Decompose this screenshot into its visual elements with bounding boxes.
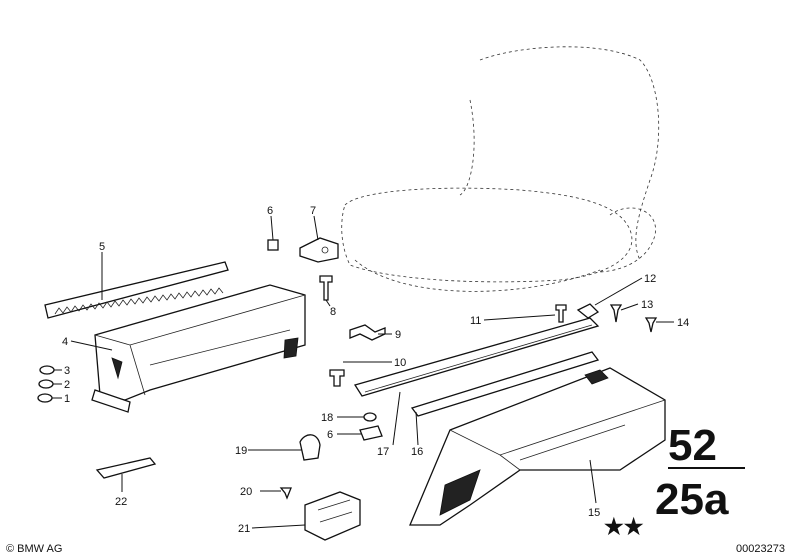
label-15: 15: [588, 507, 600, 519]
group-number: 52 25a ★★: [604, 421, 745, 539]
part-5-toothed-rail: [44, 261, 229, 319]
label-16: 16: [411, 446, 423, 458]
label-9: 9: [395, 329, 401, 341]
leader-lines: [52, 215, 674, 529]
parts-11-14-hardware: [555, 303, 658, 333]
part-4-left-housing: [91, 284, 306, 413]
group-sub: 25a: [655, 475, 729, 524]
label-18: 18: [321, 412, 333, 424]
label-17: 17: [377, 446, 389, 458]
label-2: 2: [64, 379, 70, 391]
part-10-screw: [329, 369, 345, 387]
label-6b: 6: [327, 429, 333, 441]
label-7: 7: [310, 205, 316, 217]
parts-1-2-3-fasteners: [37, 365, 55, 403]
label-12: 12: [644, 273, 656, 285]
parts-6-7-8-hardware: [267, 237, 339, 301]
group-main: 52: [668, 421, 717, 470]
label-1: 1: [64, 393, 70, 405]
part-17-slide-rail: [353, 317, 600, 397]
label-22: 22: [115, 496, 127, 508]
label-3: 3: [64, 365, 70, 377]
part-9-strap: [349, 324, 386, 341]
group-stars: ★★: [604, 514, 644, 539]
label-19: 19: [235, 445, 247, 457]
label-20: 20: [240, 486, 252, 498]
label-14: 14: [677, 317, 689, 329]
parts-20-21-bracket: [279, 487, 361, 541]
label-13: 13: [641, 299, 653, 311]
label-8: 8: [330, 306, 336, 318]
seat-outline: [341, 46, 660, 292]
parts-18-6-washers: [359, 412, 383, 441]
part-22-bracket: [95, 457, 157, 479]
part-15-right-housing: [409, 367, 666, 526]
diagram-code: 00023273: [736, 543, 785, 555]
part-19-cap: [299, 434, 321, 461]
label-11: 11: [470, 315, 481, 327]
label-6a: 6: [267, 205, 273, 217]
label-10: 10: [394, 357, 406, 369]
callout-labels: 1 2 3 4 5 6 7 8 9 10 11 12 13 14 15 16 1…: [62, 205, 689, 535]
label-21: 21: [238, 523, 250, 535]
copyright: © BMW AG: [6, 543, 62, 555]
label-5: 5: [99, 241, 105, 253]
label-4: 4: [62, 336, 68, 348]
